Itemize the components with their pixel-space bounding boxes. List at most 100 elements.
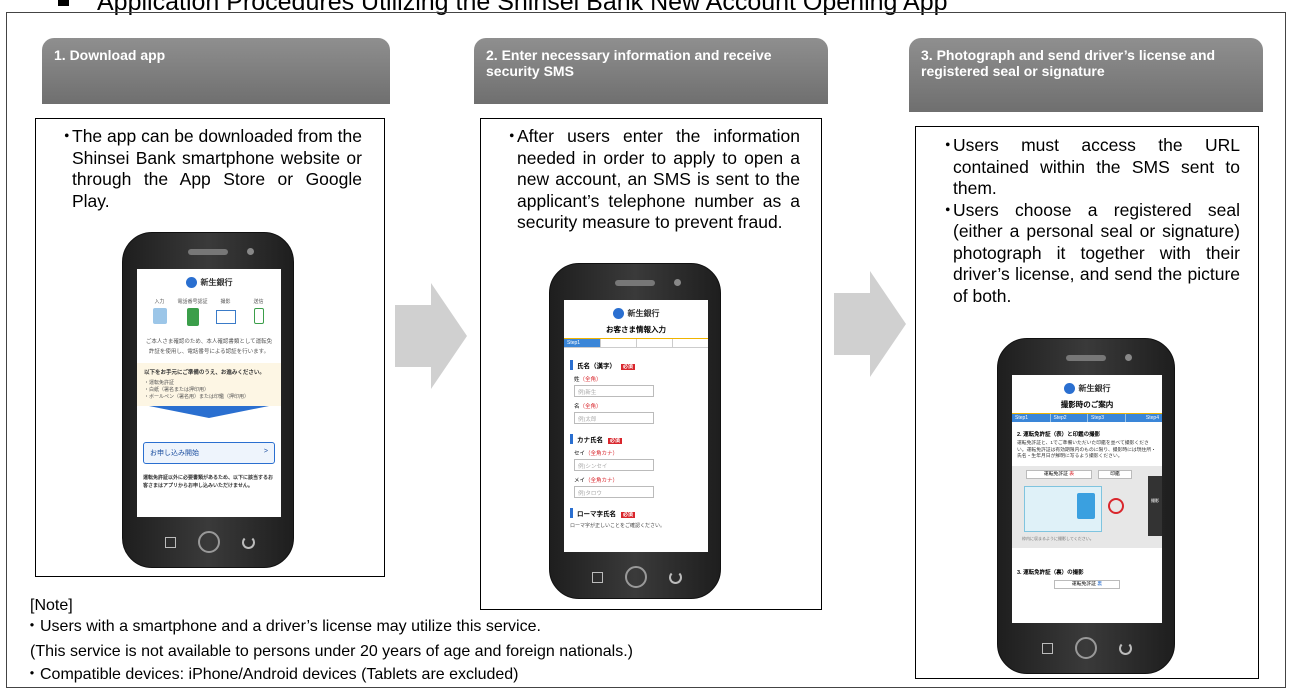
diagram-frame: [6, 12, 1286, 688]
title-bullet: [58, 0, 69, 6]
phone-2-speaker: [615, 280, 655, 286]
capture-panel: 運転免許証 表 印鑑 枠内に収まるように撮影してください。 撮影: [1012, 465, 1162, 548]
seal-stamp-icon: [1108, 497, 1124, 514]
phone-1: 新生銀行 入力 電話番号認証 撮影 送信 ご本人さま確認のため、本人確認書類とし…: [122, 232, 294, 568]
step-1-description: ・The app can be downloaded from the Shin…: [58, 126, 362, 212]
mei-input[interactable]: 例)太郎: [574, 412, 654, 424]
tab-step1[interactable]: Step1: [1015, 415, 1029, 421]
license-card-icon: [1024, 485, 1102, 532]
section1-title: 2. 運転免許証（表）と印鑑の撮影: [1017, 432, 1101, 438]
shinsei-logo-icon: [612, 308, 624, 319]
tab-step-blank[interactable]: [600, 339, 636, 347]
home-button-icon[interactable]: [198, 531, 220, 553]
phone-1-screen: 新生銀行 入力 電話番号認証 撮影 送信 ご本人さま確認のため、本人確認書類とし…: [137, 269, 281, 517]
phone-3-speaker: [1066, 355, 1106, 361]
required-badge: 必須: [607, 438, 622, 444]
note-heading: [Note]: [30, 597, 73, 614]
phone-2-camera: [674, 279, 681, 286]
step-3-line: ・Users choose a registered seal (either …: [939, 199, 1240, 306]
step-tabs: Step1 Step2 Step3 Step4: [1012, 414, 1162, 422]
section1-text: 運転免許証と、1でご準備いただいた印鑑を並べて撮影ください。運転免許証は有効期限…: [1017, 441, 1156, 459]
phone-3-camera: [1125, 354, 1132, 361]
mei-kana-input[interactable]: 例)タロウ: [574, 486, 654, 498]
phone-1-nav: [165, 530, 255, 554]
back-icon[interactable]: [669, 570, 682, 584]
chevron-down-icon: [149, 406, 269, 418]
phone-2-nav: [592, 565, 682, 589]
tab-step2[interactable]: Step2: [1049, 414, 1088, 422]
prep-panel: 以下をお手元にご準備のうえ、お進みください。 ・運転免許証 ・白紙（署名または押…: [137, 363, 281, 406]
tab-step-blank[interactable]: [672, 339, 708, 347]
required-badge: 必須: [620, 364, 635, 370]
tab-step-blank[interactable]: [636, 339, 672, 347]
prep-item: ・運転免許証: [144, 380, 175, 386]
phone-2: 新生銀行 お客さま情報入力 Step1 氏名（漢字） 必須 姓（全角） 例)新生…: [549, 263, 721, 599]
home-button-icon[interactable]: [1075, 637, 1097, 659]
sei-label: 姓（全角）: [574, 377, 602, 383]
step-icon-photo: 撮影: [211, 298, 241, 329]
back-icon[interactable]: [1119, 641, 1132, 655]
step-tabs: Step1: [564, 339, 708, 348]
prep-title: 以下をお手元にご準備のうえ、お進みください。: [144, 370, 265, 376]
arrow-right-icon: [834, 271, 906, 377]
phone-1-camera: [247, 248, 254, 255]
roma-note: ローマ字が正しいことをご確認ください。: [570, 523, 666, 529]
required-badge: 必須: [620, 512, 635, 518]
start-application-button[interactable]: お申し込み開始>: [143, 442, 275, 464]
sei-kana-input[interactable]: 例)シンセイ: [574, 459, 654, 471]
section-kana: カナ氏名 必須: [570, 434, 702, 444]
tab-step4[interactable]: Step4: [1124, 414, 1163, 422]
portrait-icon: [1077, 492, 1095, 519]
phone-1-speaker: [188, 249, 228, 255]
phone-2-screen: 新生銀行 お客さま情報入力 Step1 氏名（漢字） 必須 姓（全角） 例)新生…: [564, 300, 708, 552]
note-line: ・Compatible devices: iPhone/Android devi…: [24, 666, 519, 683]
menu-icon[interactable]: [592, 571, 603, 583]
step-2-line: ・After users enter the information neede…: [503, 126, 800, 232]
footer-text: 運転免許証以外に必要書類があるため、以下に該当するお客さまはアプリからお申し込み…: [143, 475, 274, 489]
step-2-header: 2. Enter necessary information and recei…: [474, 38, 828, 104]
license-label-bar: 運転免許証 表: [1026, 469, 1092, 479]
menu-icon[interactable]: [1042, 642, 1053, 654]
phone-3-screen: 新生銀行 撮影時のご案内 Step1 Step2 Step3 Step4 2. …: [1012, 375, 1162, 623]
app-logo: 新生銀行: [564, 308, 708, 319]
prep-item: ・ボールペン（署名用）または印鑑（押印用）: [144, 394, 250, 400]
note-line: (This service is not available to person…: [30, 643, 634, 660]
arrow-2-to-3: [834, 271, 906, 377]
step-1-header: 1. Download app: [42, 38, 390, 104]
home-button-icon[interactable]: [625, 566, 647, 588]
step-icon-input: 入力: [145, 298, 175, 329]
menu-icon[interactable]: [165, 536, 176, 548]
shinsei-logo-icon: [1063, 383, 1075, 394]
mei-label: 名（全角）: [574, 404, 602, 410]
step-icon-send: 送信: [244, 298, 274, 329]
sei-input[interactable]: 例)新生: [574, 385, 654, 397]
seal-label-bar: 印鑑: [1098, 469, 1132, 479]
tap-icon: [152, 308, 167, 324]
back-license-bar: 運転免許証 裏: [1054, 579, 1120, 589]
note-line: ・Users with a smartphone and a driver’s …: [24, 618, 541, 635]
step-icon-phone-auth: 電話番号認証: [178, 298, 208, 329]
intro-text: ご本人さま確認のため、本人確認書類として運転免許証を使用し、電話番号による認証を…: [145, 339, 273, 355]
shutter-side-button[interactable]: 撮影: [1148, 475, 1162, 536]
step-2-description: ・After users enter the information neede…: [503, 126, 800, 234]
screen-title: 撮影時のご案内: [1012, 399, 1162, 414]
section-name: 氏名（漢字） 必須: [570, 360, 702, 370]
arrow-1-to-2: [395, 283, 467, 389]
chevron-right-icon: >: [263, 448, 268, 455]
section2-title: 3. 運転免許証（裏）の撮影: [1017, 569, 1084, 576]
mei-kana-label: メイ（全角カナ）: [574, 478, 619, 484]
shinsei-logo-icon: [185, 277, 197, 288]
sei-kana-label: セイ（全角カナ）: [574, 451, 619, 457]
arrow-right-icon: [395, 283, 467, 389]
section-roma: ローマ字氏名 必須: [570, 508, 702, 518]
tab-step3[interactable]: Step3: [1087, 414, 1125, 422]
step-3-header: 3. Photograph and send driver’s license …: [909, 38, 1263, 112]
app-logo: 新生銀行: [137, 277, 281, 288]
back-icon[interactable]: [242, 535, 255, 549]
send-icon: [253, 308, 264, 324]
phone-auth-icon: [186, 308, 199, 326]
prep-item: ・白紙（署名または押印用）: [144, 387, 210, 393]
tab-step1[interactable]: Step1: [564, 339, 600, 347]
app-logo: 新生銀行: [1012, 383, 1162, 394]
step-3-line: ・Users must access the URL contained wit…: [939, 135, 1240, 198]
